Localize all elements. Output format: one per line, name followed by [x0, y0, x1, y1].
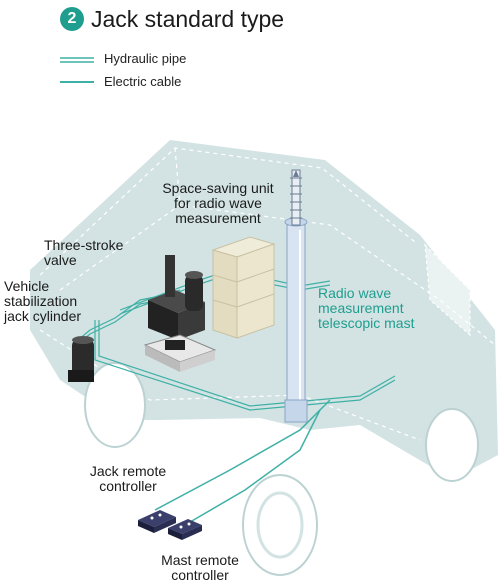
legend-hydraulic-label: Hydraulic pipe	[104, 51, 187, 66]
three-stroke-valve-machine	[143, 255, 217, 372]
space-saving-unit-box	[211, 236, 276, 339]
vehicle-outline-dashed	[39, 147, 496, 346]
label-jack-cylinder: Vehicle stabilization jack cylinder	[4, 278, 82, 324]
wheel-rear-left	[84, 362, 146, 448]
electric-cables	[154, 399, 331, 526]
label-jack-remote: Jack remote controller	[89, 463, 167, 494]
wheel-front-left	[242, 474, 318, 576]
page-title: Jack standard type	[91, 5, 285, 32]
legend-hydraulic: Hydraulic pipe	[94, 51, 186, 66]
vehicle-windshield	[424, 243, 471, 337]
jack-remote-controller-device	[138, 510, 176, 533]
label-mast-remote: Mast remote controller	[161, 552, 239, 583]
wheel-front-right	[425, 408, 479, 482]
legend-electric: Electric cable	[94, 74, 181, 89]
number-badge: 2	[60, 7, 84, 31]
label-space-saving-unit: Space-saving unit for radio wave measure…	[162, 180, 274, 226]
label-three-stroke-valve: Three-stroke valve	[44, 237, 124, 268]
label-telescopic-mast: Radio wave measurement telescopic mast	[318, 285, 415, 331]
telescopic-mast	[284, 169, 308, 423]
jack-cylinder	[68, 336, 94, 382]
legend-hydraulic-swatch	[60, 57, 94, 63]
mast-remote-controller-device	[168, 519, 202, 540]
legend-electric-label: Electric cable	[104, 74, 182, 89]
page-title-row: 2 Jack standard type	[60, 4, 284, 34]
